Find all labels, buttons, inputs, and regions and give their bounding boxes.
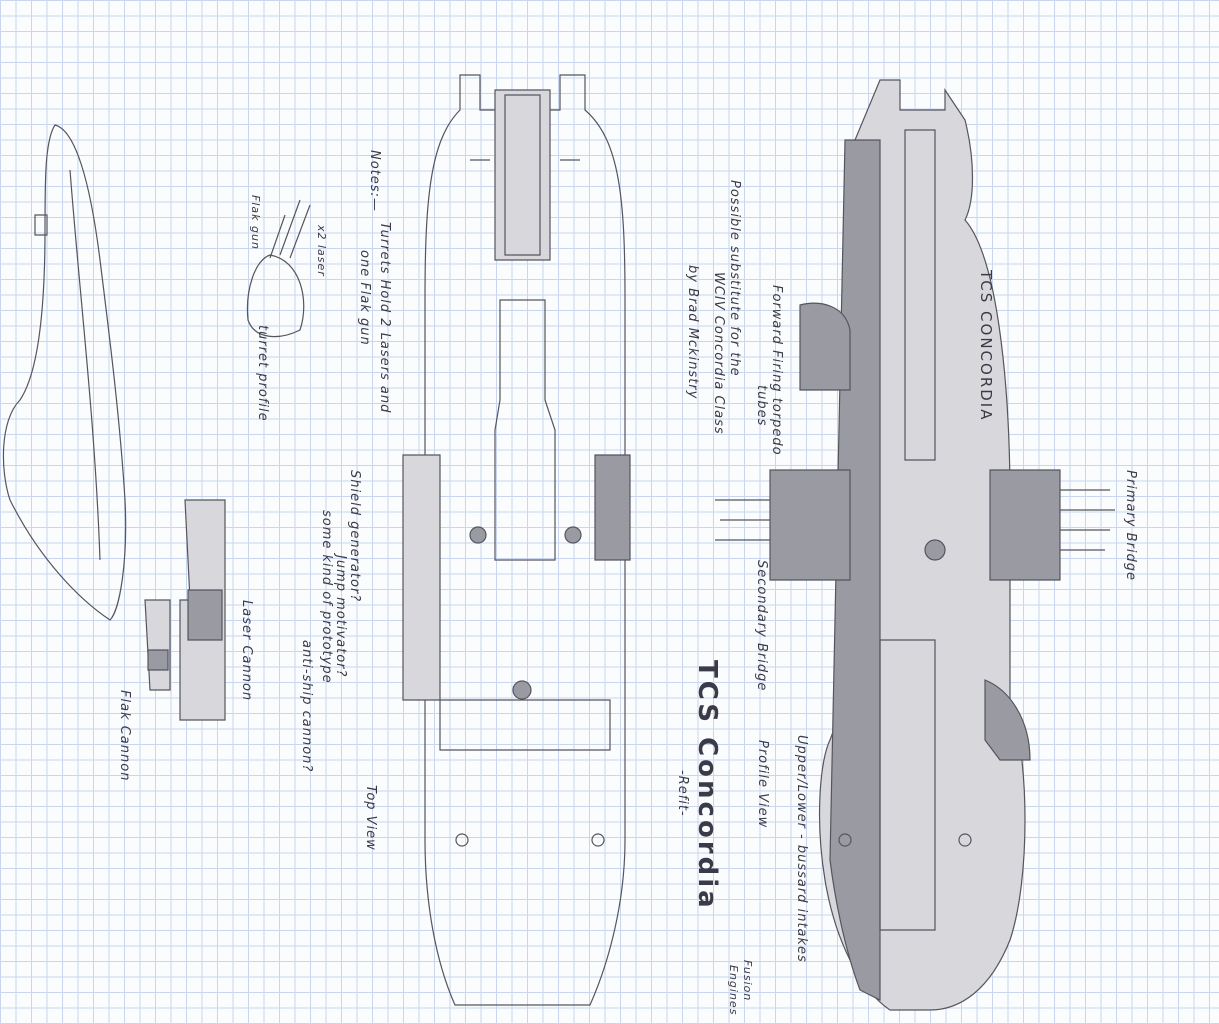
credit-line-2: WCIV Concordia Class — [711, 272, 726, 435]
profile-view-label: Profile View — [755, 740, 770, 829]
sheet-subtitle: -Refit- — [675, 770, 690, 817]
torpedo-callout-2: tubes — [754, 385, 769, 427]
turret-profile-label: turret profile — [255, 325, 270, 422]
engines-label-2: Engines — [727, 965, 740, 1016]
notes-heading: Notes:— — [367, 150, 382, 212]
turret-flak-label: Flak gun — [249, 195, 262, 250]
laser-cannon-label: Laser Cannon — [239, 600, 254, 702]
intakes-label: Upper/Lower - bussard intakes — [794, 735, 809, 963]
top-view-label: Top View — [363, 785, 378, 851]
sheet-title: TCS Concordia — [692, 660, 722, 911]
laser-cannon-sketch — [179, 499, 226, 721]
rough-hull-sketch — [2, 124, 127, 621]
note-question-2: Jump motivator? — [333, 555, 348, 678]
note-turrets-2: one Flak gun — [357, 250, 372, 346]
credit-line-1: Possible substitute for the — [727, 180, 742, 377]
top-view-ship — [402, 74, 631, 1006]
note-turrets-1: Turrets Hold 2 Lasers and — [377, 222, 392, 414]
engines-label-1: Fusion — [741, 960, 754, 1002]
secondary-bridge-label: Secondary Bridge — [754, 560, 769, 692]
turret-sketch — [246, 199, 311, 338]
hull-name: TCS CONCORDIA — [977, 270, 995, 422]
flak-cannon-label: Flak Cannon — [117, 690, 132, 782]
turret-laser-label: x2 laser — [315, 225, 328, 277]
note-question-3: some kind of prototype — [319, 510, 334, 684]
torpedo-callout-1: Forward Firing torpedo — [769, 285, 784, 456]
credit-line-3: by Brad Mckinstry — [685, 265, 700, 400]
profile-view-ship — [715, 79, 1115, 1011]
note-question-4: anti-ship cannon? — [299, 640, 314, 773]
primary-bridge-label: Primary Bridge — [1123, 470, 1138, 581]
flak-cannon-sketch — [144, 599, 171, 691]
note-question-1: Shield generator? — [347, 470, 362, 603]
